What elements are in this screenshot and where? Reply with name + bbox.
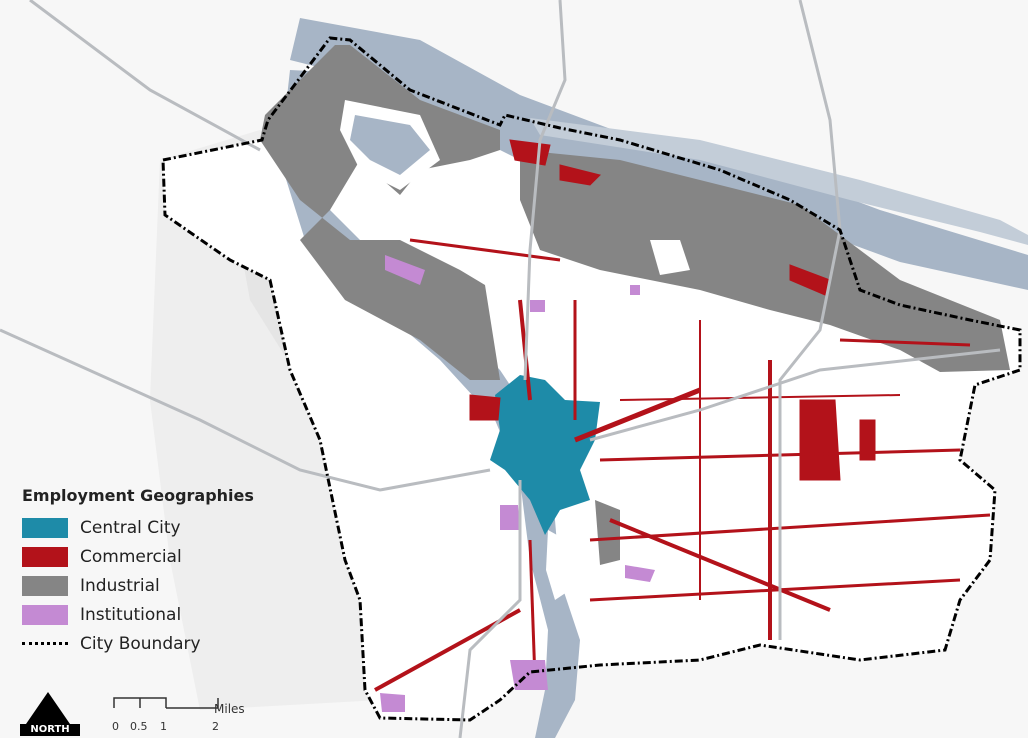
industrial-rivergate <box>260 45 500 380</box>
north-arrow-icon <box>26 692 70 724</box>
columbia-slough <box>530 118 1028 245</box>
willamette-river <box>280 70 580 738</box>
legend-label: Institutional <box>80 604 182 625</box>
scale-bar-graphic <box>113 697 219 709</box>
industrial-airport-gap <box>650 240 690 275</box>
scale-bar: Miles 0 0.5 1 2 <box>112 696 282 736</box>
legend-title: Employment Geographies <box>22 486 254 505</box>
columbia-river <box>290 18 1028 290</box>
legend-item-institutional: Institutional <box>22 600 322 629</box>
institutional-areas <box>380 255 655 712</box>
legend-item-commercial: Commercial <box>22 542 322 571</box>
scale-tick: 1 <box>160 720 167 733</box>
legend-item-city-boundary: City Boundary <box>22 629 322 658</box>
legend-swatch-industrial <box>22 575 68 596</box>
scale-units: Miles <box>214 702 245 716</box>
legend-swatch-commercial <box>22 546 68 567</box>
central-city-area <box>490 375 600 535</box>
legend-label: Commercial <box>80 546 182 567</box>
legend-swatch-institutional <box>22 604 68 625</box>
scale-tick: 0 <box>112 720 119 733</box>
legend-swatch-central-city <box>22 517 68 538</box>
north-arrow: NORTH <box>20 692 80 736</box>
freeways <box>0 0 1001 738</box>
legend-label: City Boundary <box>80 633 201 654</box>
legend-swatch-city-boundary <box>22 642 68 645</box>
scale-tick: 2 <box>212 720 219 733</box>
ross-island <box>546 530 570 600</box>
legend-item-central-city: Central City <box>22 513 322 542</box>
legend: Employment Geographies Central City Comm… <box>22 486 322 658</box>
industrial-columbia-corridor <box>520 150 1010 372</box>
city-area <box>163 38 1020 720</box>
north-label: NORTH <box>20 724 80 736</box>
legend-item-industrial: Industrial <box>22 571 322 600</box>
scale-tick: 0.5 <box>130 720 148 733</box>
legend-label: Industrial <box>80 575 160 596</box>
industrial-lake <box>350 115 430 175</box>
legend-label: Central City <box>80 517 181 538</box>
industrial-central-eastside <box>595 500 620 565</box>
